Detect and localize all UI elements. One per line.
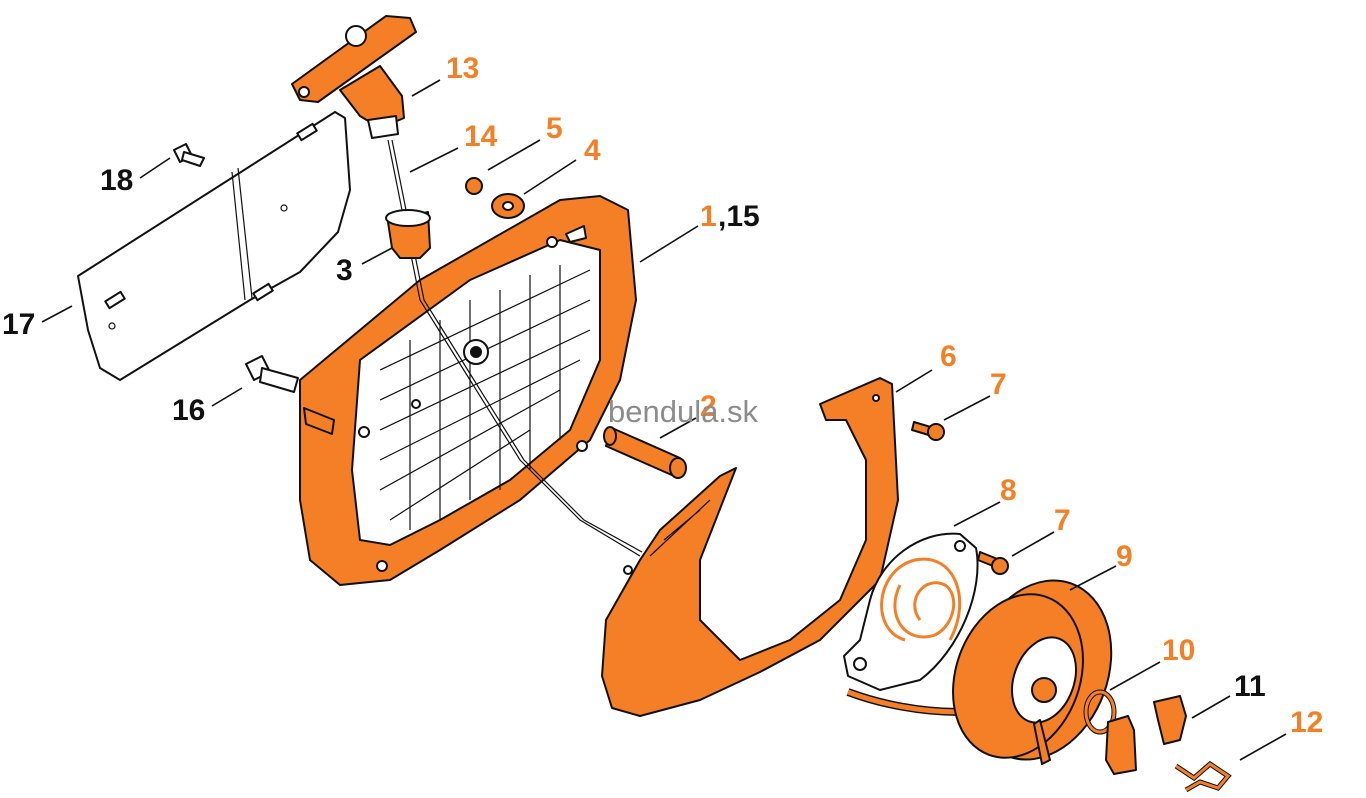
callout-10: 10: [1162, 634, 1195, 667]
part-16-bolt: [245, 355, 299, 393]
callout-5: 5: [546, 112, 563, 145]
part-13-handle: [291, 15, 417, 139]
part-7-screw-upper: [911, 421, 945, 441]
part-18-screw: [173, 143, 205, 167]
callout-7-upper: 7: [990, 368, 1007, 401]
callout-3: 3: [336, 254, 353, 287]
callout-13: 13: [446, 52, 479, 85]
part-11-pawl-lower: [1105, 715, 1137, 775]
part-17-cover-plate: [77, 111, 351, 381]
callout-9: 9: [1116, 540, 1133, 573]
part-7-screw-lower: [977, 551, 1009, 575]
callout-16: 16: [172, 394, 205, 427]
watermark: bendula.sk: [608, 394, 758, 429]
part-2-pin: [603, 426, 687, 479]
part-6-guard: [601, 377, 899, 717]
part-11-pawl-upper: [1153, 695, 1187, 745]
callout-2: 2: [700, 390, 717, 423]
part-9-rotor: [952, 579, 1113, 765]
callout-6: 6: [940, 340, 957, 373]
callout-8: 8: [1000, 474, 1017, 507]
callout-11: 11: [1234, 670, 1266, 703]
callout-14: 14: [464, 120, 498, 153]
starter-rope: [387, 139, 961, 716]
part-3-grommet: [385, 209, 431, 259]
part-1-housing: [299, 195, 637, 586]
callout-12: 12: [1290, 706, 1323, 739]
part-8-spring: [843, 532, 979, 691]
leader-lines: [41, 79, 1287, 761]
callout-7-lower: 7: [1054, 504, 1071, 537]
callout-1: 1: [700, 200, 717, 233]
callout-4: 4: [584, 134, 601, 167]
callout-17: 17: [2, 308, 35, 341]
part-5-nut: [465, 177, 483, 195]
part-12-clip: [1174, 760, 1232, 793]
part-10-ring: [1083, 689, 1117, 735]
part-4-washer: [491, 193, 525, 219]
callout-15: ,15: [718, 200, 760, 233]
callout-18: 18: [100, 164, 133, 197]
